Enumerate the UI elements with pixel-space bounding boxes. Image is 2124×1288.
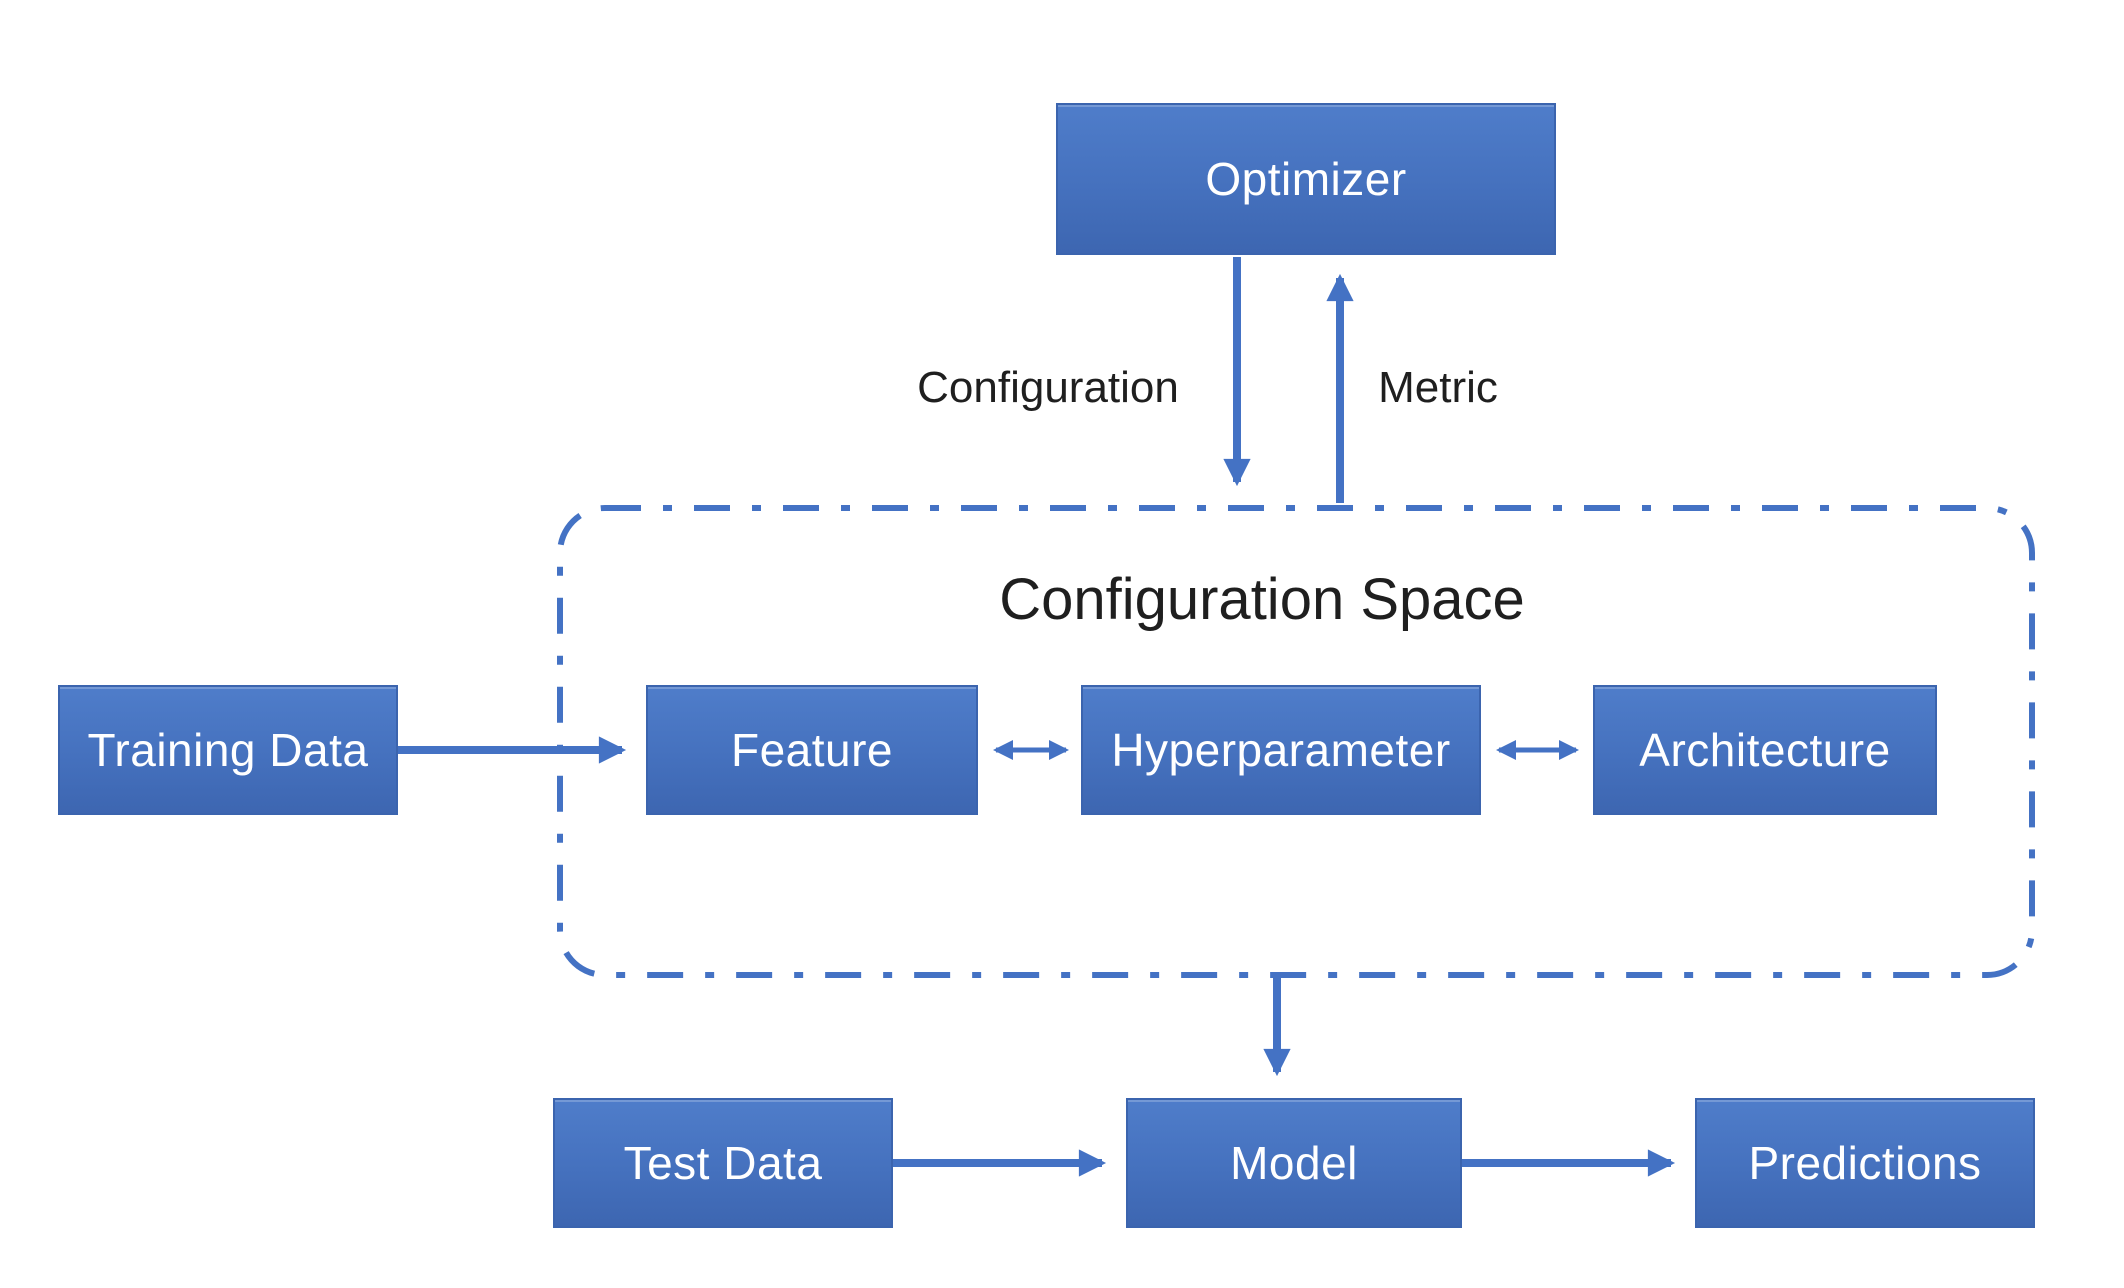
node-hyperparameter-label: Hyperparameter bbox=[1111, 724, 1451, 776]
node-training-data: Training Data bbox=[58, 685, 398, 815]
node-model: Model bbox=[1126, 1098, 1462, 1228]
edge-label-configuration: Configuration bbox=[917, 363, 1179, 412]
node-feature-label: Feature bbox=[730, 724, 894, 776]
edge-label-metric: Metric bbox=[1378, 363, 1498, 412]
configuration-space-title: Configuration Space bbox=[999, 567, 1525, 632]
configuration-space-container bbox=[557, 505, 2035, 978]
node-optimizer-label: Optimizer bbox=[1205, 153, 1407, 205]
node-architecture: Architecture bbox=[1593, 685, 1937, 815]
node-optimizer: Optimizer bbox=[1056, 103, 1556, 255]
node-predictions: Predictions bbox=[1695, 1098, 2035, 1228]
node-model-label: Model bbox=[1230, 1137, 1358, 1189]
node-test-data-label: Test Data bbox=[623, 1137, 823, 1189]
node-test-data: Test Data bbox=[553, 1098, 893, 1228]
node-predictions-label: Predictions bbox=[1748, 1137, 1982, 1189]
node-hyperparameter: Hyperparameter bbox=[1081, 685, 1481, 815]
node-architecture-label: Architecture bbox=[1639, 724, 1891, 776]
node-feature: Feature bbox=[646, 685, 978, 815]
node-training-data-label: Training Data bbox=[87, 724, 369, 776]
